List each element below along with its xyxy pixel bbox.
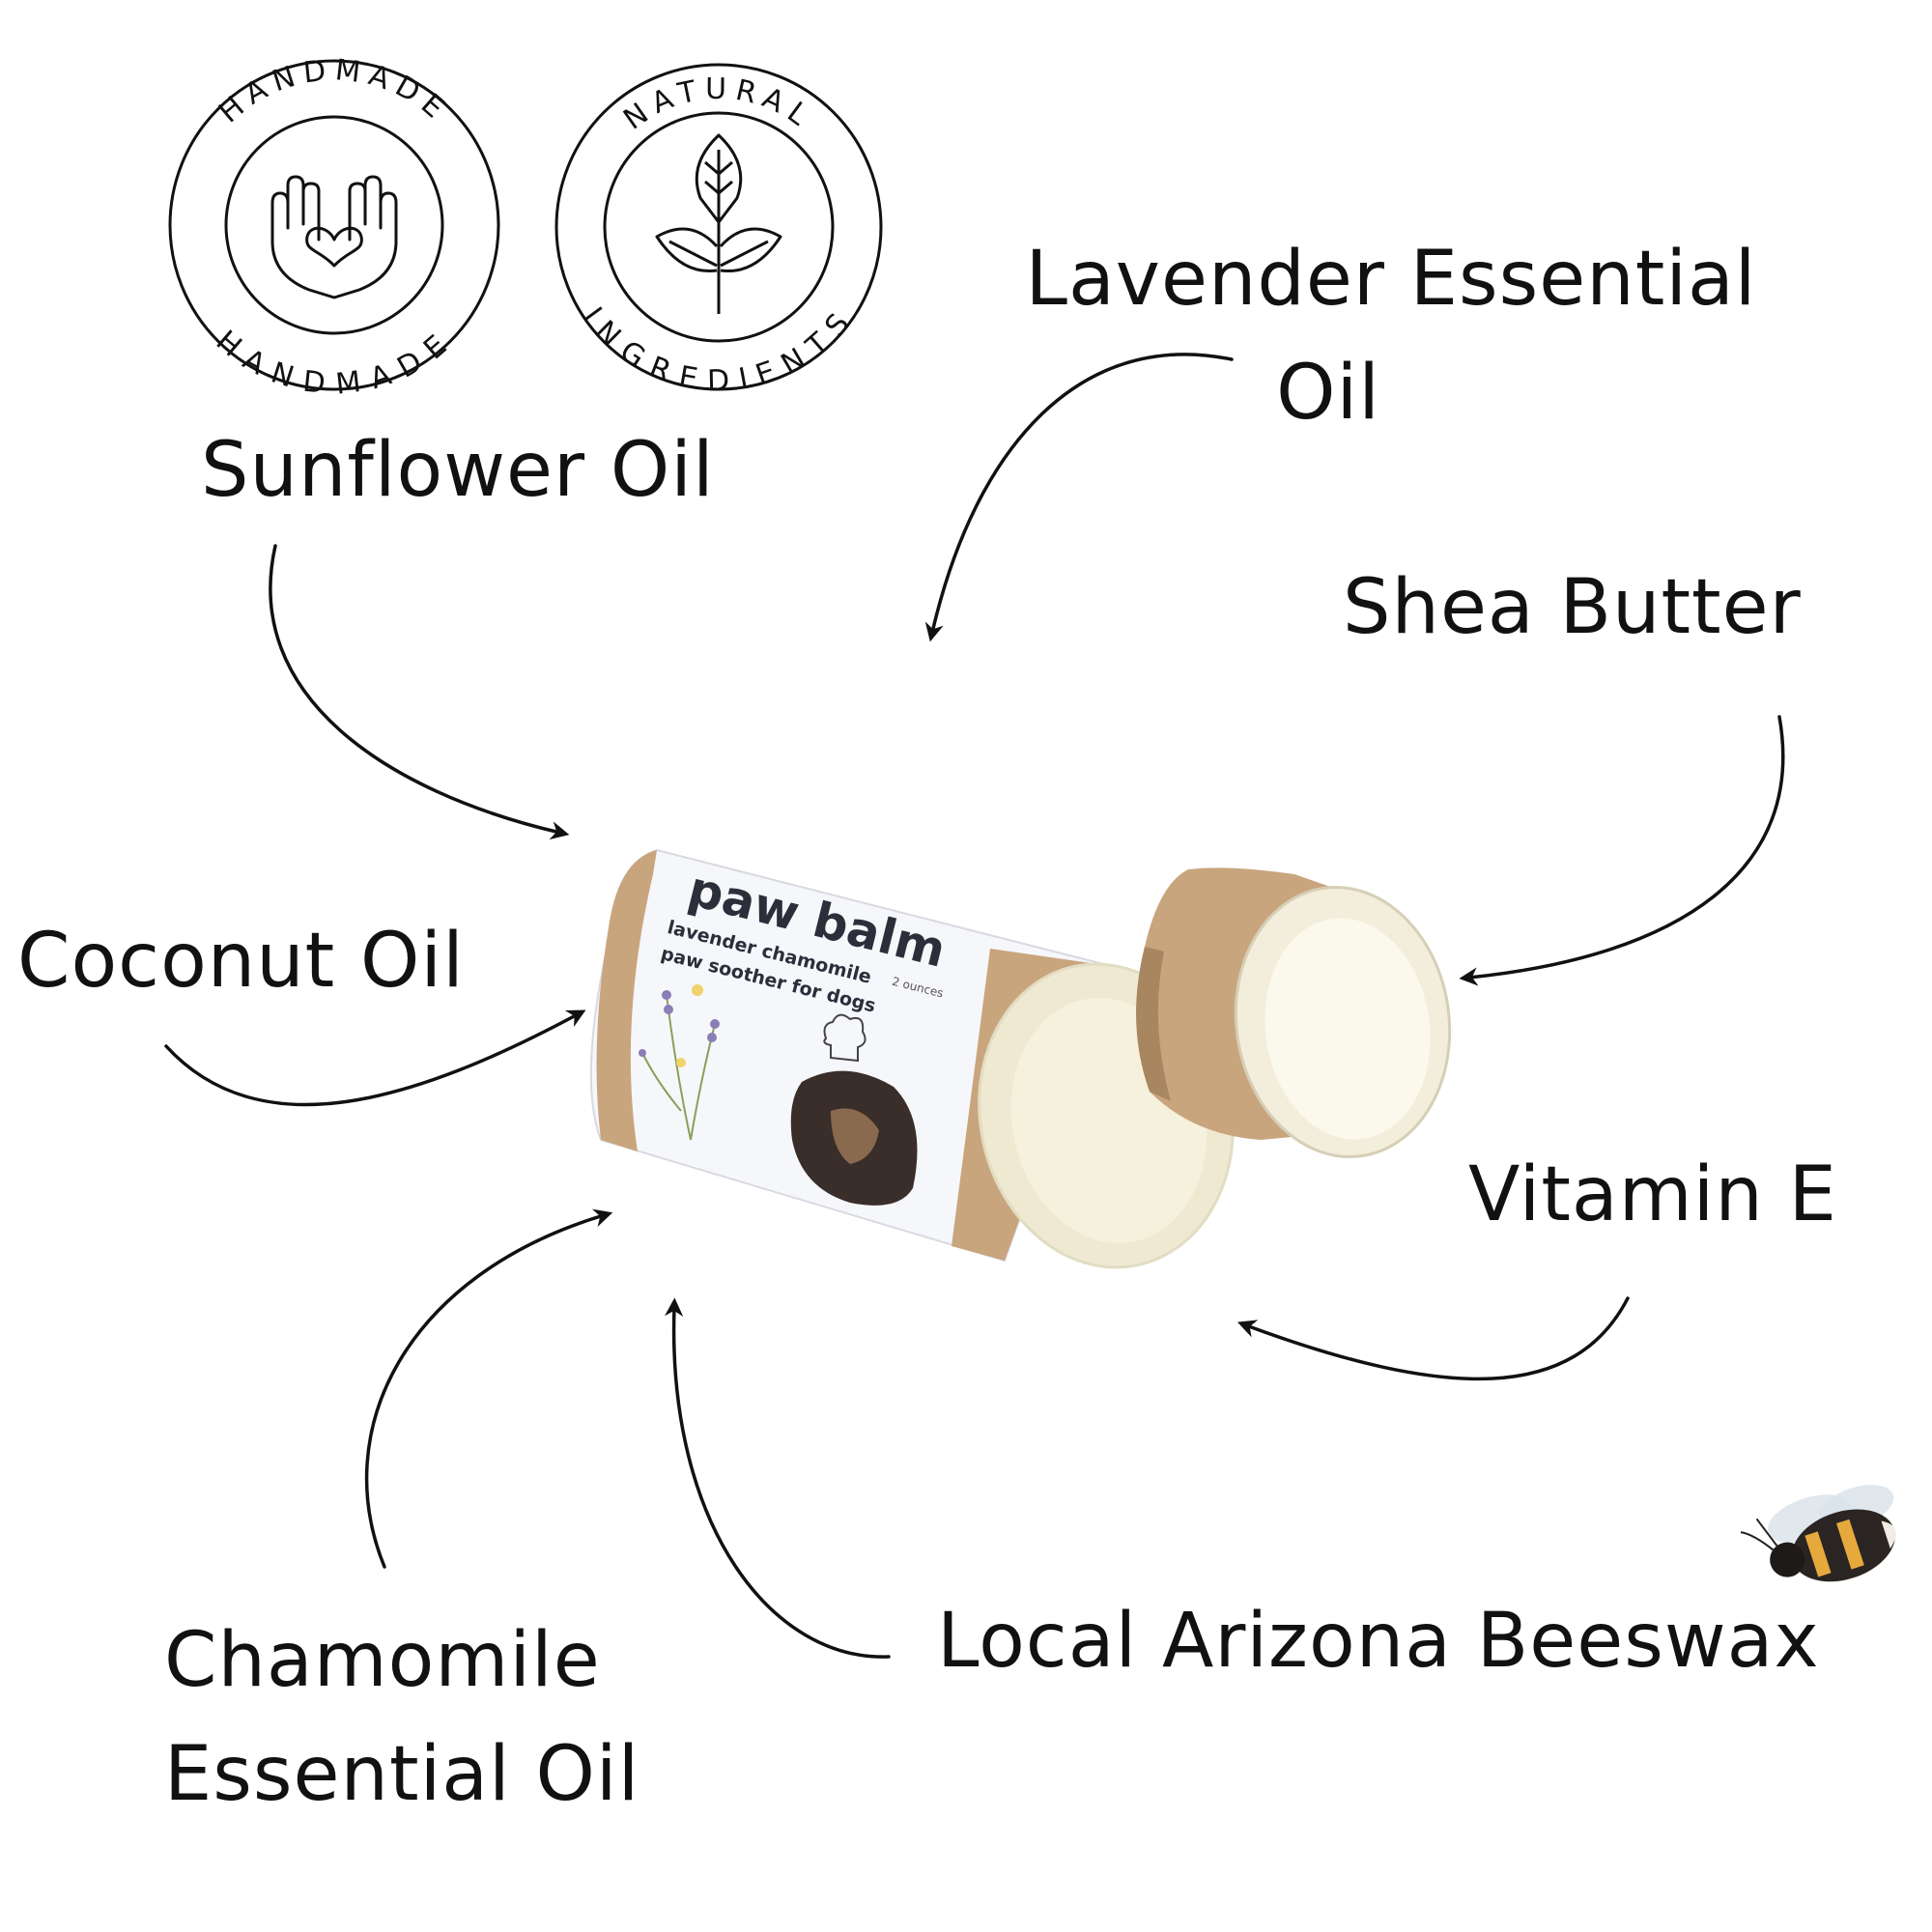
ingredient-lavender-line2: Oil (1276, 350, 1380, 437)
heart-hands-icon (270, 175, 398, 299)
dog-illustration-highlight (831, 1108, 879, 1164)
arrow-chamomile (364, 1208, 613, 1569)
handmade-inner-ring (224, 115, 444, 335)
ingredients-text: INGREDIENTS (576, 301, 862, 398)
natural-inner-ring (603, 111, 835, 343)
ingredient-coconut-oil: Coconut Oil (17, 918, 465, 1005)
arrow-lavender (924, 353, 1234, 642)
ingredient-shea-butter: Shea Butter (1343, 564, 1802, 651)
natural-ingredients-badge: NATURAL INGREDIENTS (554, 63, 883, 398)
leaf-sprig-icon (655, 133, 782, 314)
natural-outer-ring (554, 63, 883, 391)
arrow-sunflower (269, 544, 570, 840)
bee-icon (1740, 1485, 1896, 1582)
handmade-badge: HANDMADE HANDMADE (168, 53, 500, 402)
ingredient-local-arizona-beeswax: Local Arizona Beeswax (937, 1598, 1820, 1685)
ingredient-chamomile-essential-oil: Chamomile Essential Oil (164, 1604, 639, 1832)
ingredient-chamomile-line2: Essential Oil (164, 1731, 640, 1818)
ingredient-vitamin-e: Vitamin E (1468, 1151, 1837, 1238)
cap-kraft-shadow (1136, 947, 1171, 1101)
ingredient-lavender-line1: Lavender Essential (1025, 236, 1757, 323)
tube-cap (1136, 867, 1452, 1158)
tube-kraft-back (596, 850, 657, 1151)
chef-hat-icon (823, 1013, 867, 1063)
arrows (164, 353, 1785, 1659)
lavender-flower-icon (639, 990, 720, 1057)
arrow-coconut (164, 1009, 586, 1107)
arrow-beeswax (665, 1297, 891, 1659)
arrow-vitamin (1236, 1296, 1630, 1381)
arrow-shea (1459, 715, 1785, 986)
ingredient-lavender-essential-oil: Lavender Essential Oil (995, 222, 1787, 450)
handmade-outer-ring (168, 59, 500, 391)
chamomile-flower-icon (676, 984, 703, 1067)
handmade-text-top: HANDMADE (213, 53, 456, 129)
cap-inner (1264, 918, 1431, 1140)
paw-balm-tube: handmade with local arizona beeswax paw … (589, 848, 1235, 1269)
ingredient-chamomile-line1: Chamomile (164, 1617, 601, 1704)
ingredient-sunflower-oil: Sunflower Oil (201, 427, 715, 514)
